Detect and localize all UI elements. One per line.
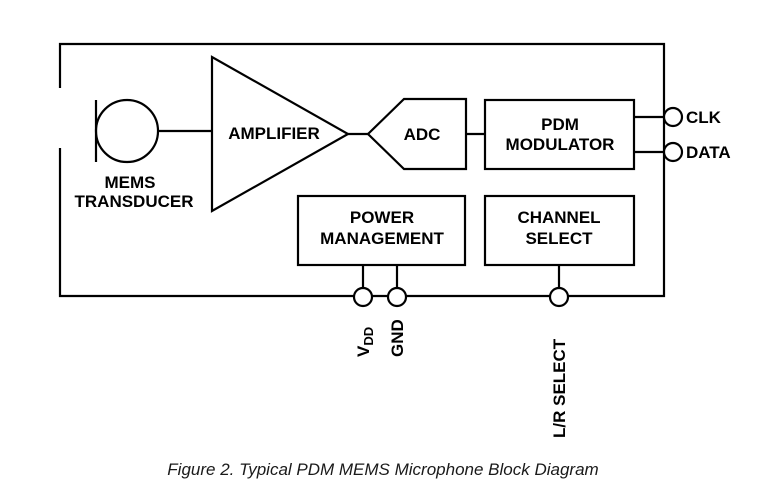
vdd-label: VDD (354, 327, 376, 357)
channel-select: CHANNEL SELECT (483, 194, 636, 267)
lr-select-pin (548, 286, 570, 308)
power-management-label-line1: POWER (350, 208, 414, 227)
clk-label: CLK (686, 108, 722, 127)
amplifier-label: AMPLIFIER (228, 124, 320, 143)
vdd-label-main: V (354, 345, 373, 357)
amplifier: AMPLIFIER (210, 55, 351, 213)
vdd-pin (352, 286, 374, 308)
gnd-label: GND (388, 319, 407, 357)
pdm-modulator-label-line1: PDM (541, 115, 579, 134)
adc: ADC (366, 97, 468, 171)
mems-transducer-label-line2: TRANSDUCER (75, 192, 194, 211)
package-outline (58, 42, 666, 298)
power-management: POWER MANAGEMENT (296, 194, 467, 267)
adc-label: ADC (404, 125, 441, 144)
pdm-modulator: PDM MODULATOR (483, 98, 636, 171)
mems-transducer-label-line1: MEMS (105, 173, 156, 192)
data-pin: DATA (662, 141, 731, 163)
mems-transducer: MEMS TRANSDUCER (75, 98, 194, 211)
clk-pin: CLK (662, 106, 722, 128)
data-label: DATA (686, 143, 731, 162)
pdm-modulator-label-line2: MODULATOR (506, 135, 615, 154)
gnd-pin (386, 286, 408, 308)
power-management-label-line2: MANAGEMENT (320, 229, 444, 248)
channel-select-label-line2: SELECT (525, 229, 593, 248)
vdd-label-sub: DD (361, 327, 376, 346)
lr-select-label: L/R SELECT (550, 338, 569, 438)
channel-select-label-line1: CHANNEL (517, 208, 600, 227)
figure-caption: Figure 2. Typical PDM MEMS Microphone Bl… (167, 460, 598, 479)
